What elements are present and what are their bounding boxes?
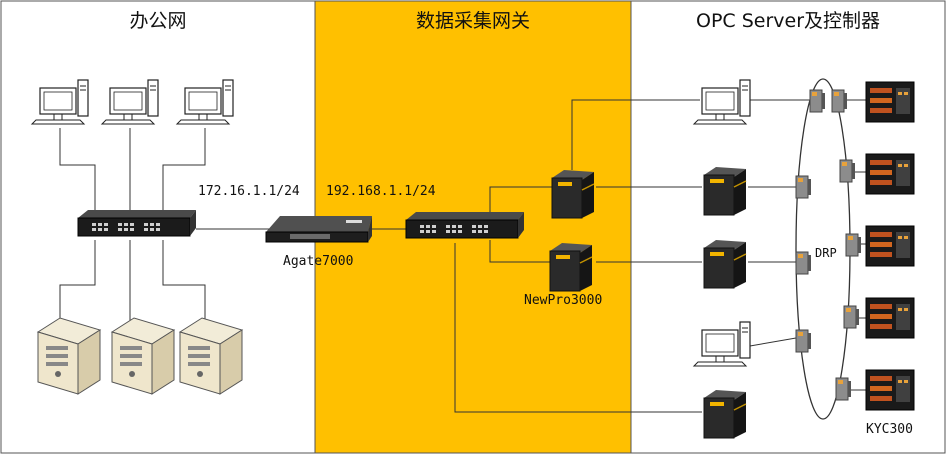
switch-icon xyxy=(405,211,525,239)
link-switch-server3 xyxy=(162,240,206,322)
din-switch-icon xyxy=(845,233,862,257)
collector-box-icon xyxy=(551,169,595,219)
controller-icon xyxy=(865,297,915,339)
din-switch-icon xyxy=(795,329,812,353)
controller-icon xyxy=(865,153,915,195)
link-switch-server1 xyxy=(59,240,96,322)
din-switch-icon xyxy=(809,89,826,113)
din-switch-icon xyxy=(831,89,848,113)
controller-icon xyxy=(865,369,915,411)
din-switch-icon xyxy=(843,305,860,329)
link-pc3-switch xyxy=(162,128,206,212)
gateway-ip-label: 192.168.1.1/24 xyxy=(326,184,436,199)
collector-box-icon xyxy=(703,166,747,216)
zone-title-office: 办公网 xyxy=(129,10,187,32)
zone-title-opc: OPC Server及控制器 xyxy=(695,10,881,32)
server-tower-icon xyxy=(111,317,175,395)
newpro-label: NewPro3000 xyxy=(524,293,603,308)
router-icon xyxy=(265,216,372,243)
controller-icon xyxy=(865,81,915,123)
switch-icon xyxy=(77,209,197,237)
link-gw-newpro1 xyxy=(489,186,556,214)
link-newpro1-opcpc xyxy=(571,99,700,170)
zone-title-gateway: 数据采集网关 xyxy=(415,10,530,32)
agate-label: Agate7000 xyxy=(283,254,354,269)
din-switch-icon xyxy=(839,159,856,183)
collector-box-icon xyxy=(549,242,593,292)
collector-box-icon xyxy=(703,389,747,439)
link-gw-newpro2 xyxy=(489,240,550,263)
din-switch-icon xyxy=(835,377,852,401)
link-pc1-switch xyxy=(59,128,96,212)
controller-icon xyxy=(865,225,915,267)
kyc-label: KYC300 xyxy=(866,422,913,437)
din-switch-icon xyxy=(795,175,812,199)
link-pc2-drp xyxy=(749,337,797,347)
link-gw-bottom xyxy=(454,243,702,413)
server-tower-icon xyxy=(179,317,243,395)
collector-box-icon xyxy=(703,239,747,289)
connection-lines xyxy=(59,78,866,420)
drp-label: DRP xyxy=(815,246,837,260)
din-switch-icon xyxy=(795,251,812,275)
server-tower-icon xyxy=(37,317,101,395)
office-ip-label: 172.16.1.1/24 xyxy=(198,184,300,199)
